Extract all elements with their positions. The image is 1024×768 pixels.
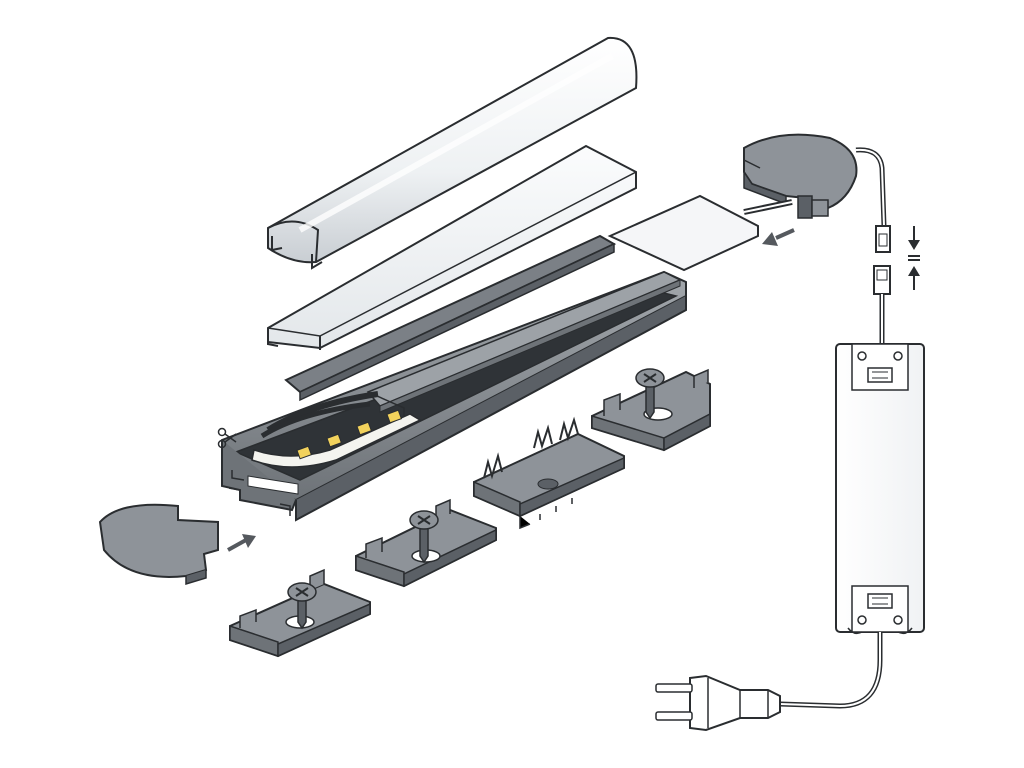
led-chip [386, 409, 402, 424]
double-arrow-icon [908, 226, 920, 290]
profile-insert-strip [284, 234, 617, 402]
power-plug [655, 674, 781, 732]
power-cable [779, 632, 883, 709]
diffuser-round-cover [267, 36, 638, 270]
end-cap-with-cable [743, 133, 887, 227]
diffuser-flat-cover [267, 144, 637, 350]
end-cap-left [98, 503, 219, 586]
led-chip [296, 445, 312, 460]
mounting-clip-2 [355, 498, 497, 588]
arrow-icon [762, 228, 795, 246]
mounting-clip-1 [229, 568, 371, 658]
led-strip [251, 391, 422, 468]
connector [873, 225, 891, 344]
arrow-icon [227, 534, 256, 552]
led-chip [356, 421, 372, 436]
power-supply [835, 343, 925, 635]
spring-clip [473, 416, 625, 530]
led-chip [326, 433, 342, 448]
mounting-clip-3 [591, 368, 711, 452]
adhesive-tape [607, 194, 759, 272]
aluminum-profile [220, 270, 687, 522]
scissors-icon [217, 427, 237, 449]
